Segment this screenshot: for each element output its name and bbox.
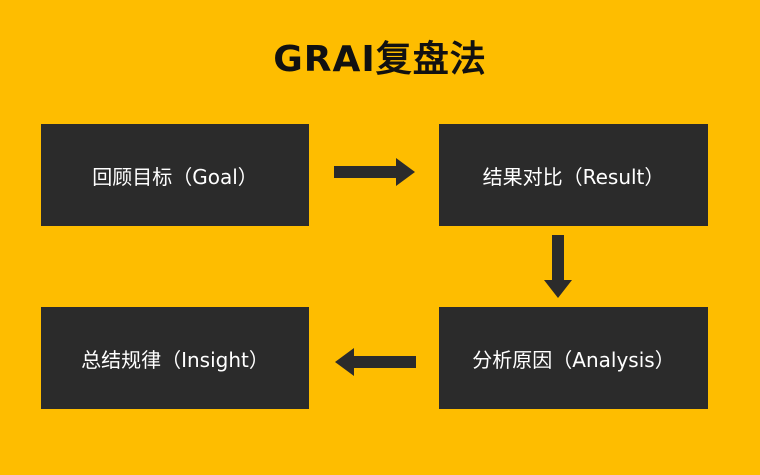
arrow-right-icon <box>334 158 415 186</box>
step-box-result: 结果对比（Result） <box>439 124 708 226</box>
step-label-result: 结果对比（Result） <box>482 164 665 189</box>
diagram-title: GRAI复盘法 <box>273 39 487 80</box>
step-label-insight: 总结规律（Insight） <box>81 347 269 372</box>
arrow-down-icon <box>544 235 572 298</box>
step-label-analysis: 分析原因（Analysis） <box>472 347 675 372</box>
step-box-analysis: 分析原因（Analysis） <box>439 307 708 409</box>
step-label-goal: 回顾目标（Goal） <box>92 164 258 189</box>
arrow-left-icon <box>335 348 416 376</box>
step-box-insight: 总结规律（Insight） <box>41 307 309 409</box>
step-box-goal: 回顾目标（Goal） <box>41 124 309 226</box>
